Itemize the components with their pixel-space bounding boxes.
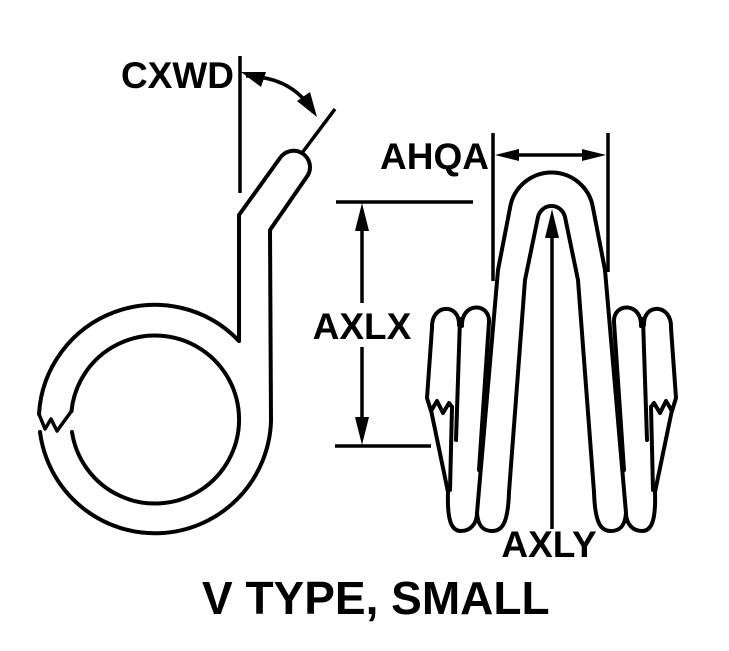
ahqa-width-dimension: AHQA [380, 133, 610, 281]
axly-apex-dimension: AXLY [501, 209, 597, 565]
axlx-arrowhead-top [355, 203, 369, 231]
left-finger2-right-edge [477, 320, 491, 472]
left-coil-bottom-loop [429, 408, 479, 533]
right-finger2-left-edge [612, 320, 626, 472]
axlx-length-dimension: AXLX [313, 200, 473, 448]
axly-arrowhead-top [545, 209, 559, 238]
left-finger-edge-and-break-zigzag [425, 326, 454, 415]
right-finger-edge-and-break-zigzag [649, 326, 678, 415]
v-inner-outline [507, 204, 596, 494]
ahqa-arrowhead-right [582, 149, 606, 161]
right-wedge-left-edge [649, 405, 655, 492]
right-view-v-spring [425, 170, 678, 533]
axlx-arrowhead-bottom [355, 417, 369, 445]
figure-title: V TYPE, SMALL [202, 572, 550, 624]
v-outer-outline [475, 170, 628, 515]
cxwd-arrowhead-right [297, 92, 317, 117]
cxwd-tip-extension-line [300, 107, 337, 155]
axly-label: AXLY [501, 524, 597, 565]
axlx-label: AXLX [313, 306, 412, 347]
leg-and-angled-tip [237, 148, 312, 423]
axlx-label-background [314, 303, 411, 347]
coil-inner-circle [69, 333, 242, 506]
cxwd-label: CXWD [121, 55, 234, 96]
right-finger1-cap [611, 305, 644, 328]
cxwd-arrowhead-left [241, 72, 266, 87]
left-finger-boundary-edge [454, 317, 462, 442]
coil-outer-arc-lower [38, 419, 273, 536]
left-finger2-cap [459, 305, 492, 328]
right-coil-bottom-loop [624, 408, 674, 533]
ahqa-arrowhead-left [495, 149, 519, 161]
right-finger2-cap [641, 306, 674, 330]
left-finger1-cap [429, 306, 462, 330]
ahqa-label: AHQA [380, 136, 489, 177]
coil-outer-arc-upper [37, 302, 241, 416]
cxwd-angle-dimension: CXWD [121, 55, 337, 193]
break-zigzag [37, 409, 73, 433]
left-leg-bottom-loop [475, 490, 511, 533]
right-finger-boundary-edge [641, 317, 649, 442]
left-view-spring-pin [37, 148, 312, 536]
right-leg-bottom-loop [592, 490, 628, 533]
left-wedge-right-edge [448, 405, 454, 492]
